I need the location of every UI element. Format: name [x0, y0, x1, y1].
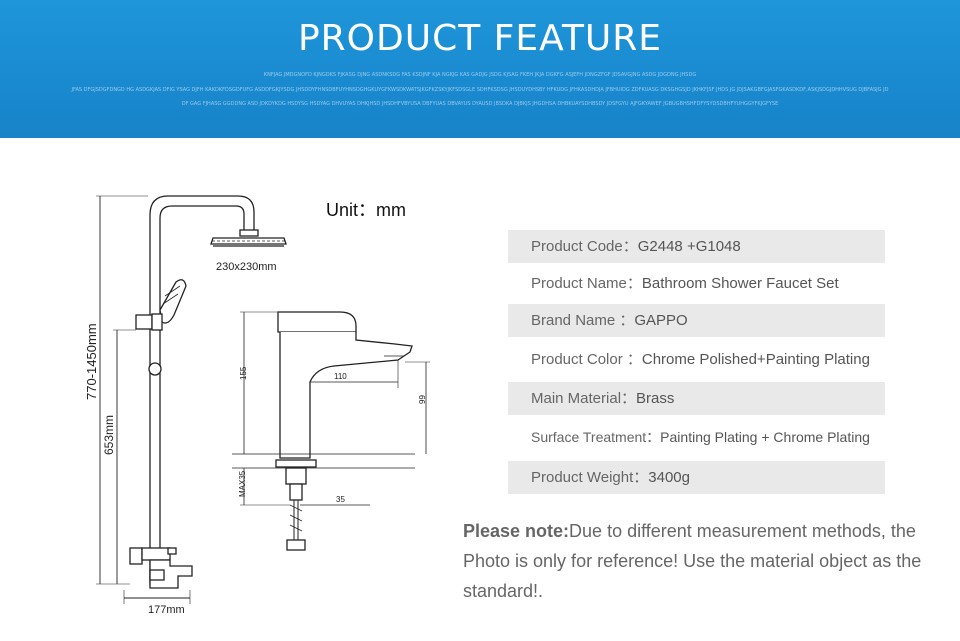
banner-subtitle-line-1: KNFJAG JMDGNOFD KJNGDKS FJKASG DJNG ASDN…: [263, 72, 697, 78]
spec-label: Product Code：: [531, 238, 638, 255]
header-banner: PRODUCT FEATURE KNFJAG JMDGNOFD KJNGDKS …: [0, 0, 960, 138]
spec-value: Brass: [636, 390, 675, 407]
spec-label: Product Weight：: [531, 469, 649, 486]
mixer-height-label: 653mm: [102, 415, 116, 455]
spec-row-surface-treatment: Surface Treatment：Painting Plating + Chr…: [508, 421, 885, 454]
unit-label: Unit：mm: [326, 200, 406, 220]
spec-row-main-material: Main Material：Brass: [508, 382, 885, 415]
spec-label: Surface Treatment：: [531, 429, 661, 445]
spec-row-product-color: Product Color ：Chrome Polished+Painting …: [508, 343, 885, 376]
faucet-height-label: 155: [239, 366, 248, 380]
spec-label: Main Material：: [531, 390, 637, 407]
spec-row-brand-name: Brand Name ：GAPPO: [508, 304, 885, 337]
banner-title: PRODUCT FEATURE: [297, 18, 663, 59]
shower-head-size-label: 230x230mm: [216, 261, 277, 273]
spec-label: Brand Name ：: [531, 312, 635, 329]
spec-row-product-name: Product Name：Bathroom Shower Faucet Set: [508, 267, 885, 300]
spec-row-product-weight: Product Weight：3400g: [508, 461, 885, 494]
shower-set-drawing: [96, 195, 287, 604]
total-height-label: 770-1450mm: [84, 323, 99, 400]
spec-value: GAPPO: [634, 312, 688, 329]
spec-value: 3400g: [648, 469, 690, 486]
spout-reach-label: 110: [334, 372, 347, 381]
spec-label: Product Color ：: [531, 351, 642, 368]
spec-value: G2448 +G1048: [637, 238, 741, 255]
note-body: Due to different measurement methods, th…: [463, 521, 922, 601]
spec-value: Chrome Polished+Painting Plating: [641, 351, 870, 368]
base-width-label: 177mm: [148, 604, 185, 616]
note-heading: Please note:: [463, 521, 570, 541]
spec-label: Product Name：: [531, 275, 642, 292]
spec-row-product-code: Product Code：G2448 +G1048: [508, 230, 885, 263]
banner-subtitle-line-2: JFAS DFGJSDGFDNGD HG ASDGKJAS DFIG YSAG …: [71, 87, 889, 93]
spec-value: Bathroom Shower Faucet Set: [641, 275, 839, 292]
spout-height-label: 99: [418, 395, 427, 404]
basin-faucet-drawing: [232, 311, 430, 551]
banner-subtitle-line-3: DF GAG FJHASG GGDDNG ASD JDKDYKDG HSDYSG…: [181, 101, 779, 107]
disclaimer-note: Please note:Due to different measurement…: [463, 516, 943, 606]
spec-value: Painting Plating + Chrome Plating: [660, 429, 870, 445]
max-thickness-label: MAX35: [238, 470, 247, 497]
hole-diameter-label: 35: [336, 495, 345, 504]
